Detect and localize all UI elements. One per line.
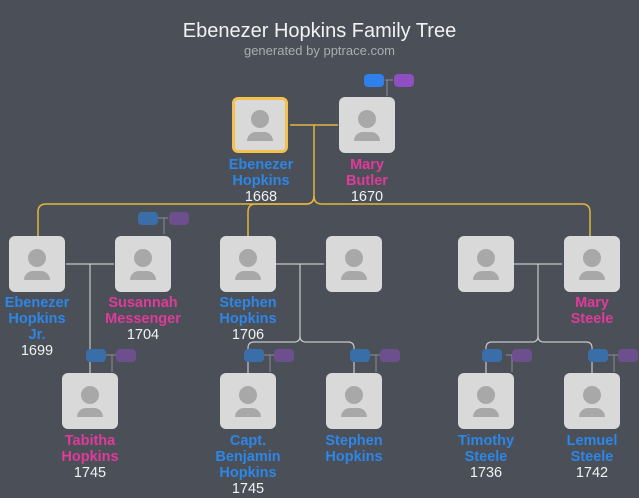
- person-card[interactable]: [458, 236, 514, 292]
- person-card-ebenezer-hopkins[interactable]: [232, 97, 288, 153]
- mother-toggle-button[interactable]: [394, 74, 414, 87]
- person-card[interactable]: [9, 236, 65, 292]
- avatar-icon: [28, 249, 46, 267]
- mother-toggle-button[interactable]: [116, 349, 136, 362]
- page-subtitle: generated by pptrace.com: [243, 43, 396, 58]
- person-card[interactable]: [326, 236, 382, 292]
- avatar-icon: [358, 110, 376, 128]
- father-toggle-button[interactable]: [86, 349, 106, 362]
- avatar-icon: [239, 386, 257, 404]
- mother-toggle-button[interactable]: [169, 212, 189, 225]
- father-toggle-button[interactable]: [588, 349, 608, 362]
- mother-toggle-button[interactable]: [274, 349, 294, 362]
- person-card[interactable]: [564, 236, 620, 292]
- avatar-icon: [134, 249, 152, 267]
- mother-toggle-button[interactable]: [618, 349, 638, 362]
- person-card[interactable]: [564, 373, 620, 429]
- avatar-icon: [251, 110, 269, 128]
- avatar-icon: [239, 249, 257, 267]
- avatar-icon: [583, 249, 601, 267]
- father-toggle-button[interactable]: [244, 349, 264, 362]
- person-card[interactable]: [220, 373, 276, 429]
- avatar-icon: [345, 386, 363, 404]
- person-card[interactable]: [62, 373, 118, 429]
- person-card[interactable]: [326, 373, 382, 429]
- father-toggle-button[interactable]: [138, 212, 158, 225]
- person-card[interactable]: [220, 236, 276, 292]
- avatar-icon: [477, 249, 495, 267]
- father-toggle-button[interactable]: [482, 349, 502, 362]
- page-title: Ebenezer Hopkins Family Tree: [182, 20, 457, 42]
- mother-toggle-button[interactable]: [512, 349, 532, 362]
- avatar-icon: [345, 249, 363, 267]
- person-card[interactable]: [115, 236, 171, 292]
- father-toggle-button[interactable]: [364, 74, 384, 87]
- avatar-icon: [477, 386, 495, 404]
- avatar-icon: [583, 386, 601, 404]
- mother-toggle-button[interactable]: [380, 349, 400, 362]
- person-card[interactable]: [458, 373, 514, 429]
- avatar-icon: [81, 386, 99, 404]
- person-card-mary-butler[interactable]: [339, 97, 395, 153]
- father-toggle-button[interactable]: [350, 349, 370, 362]
